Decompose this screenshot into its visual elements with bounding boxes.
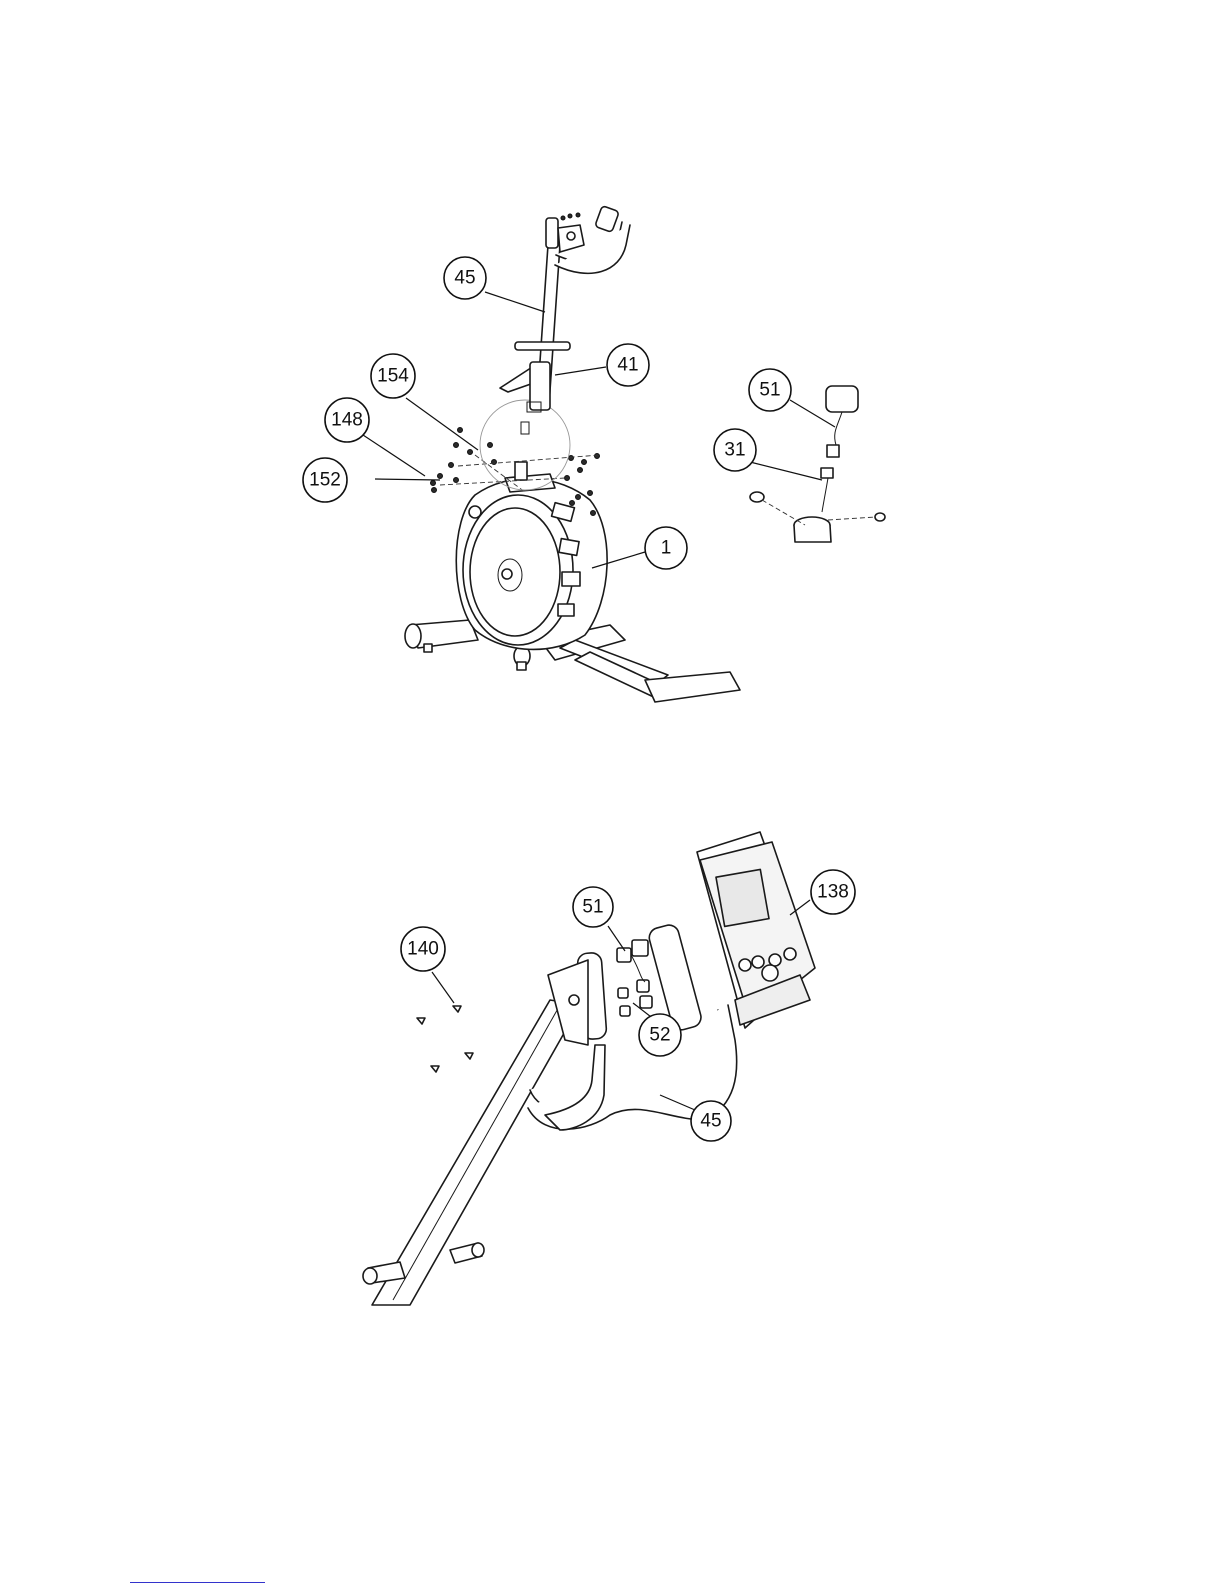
callout-label: 152 (309, 470, 341, 491)
callout-45-top: 45 (444, 257, 486, 299)
upright-post (363, 1000, 580, 1305)
callout-31-top: 31 (714, 429, 756, 471)
handlebar-post (500, 206, 630, 434)
callout-148-top: 148 (325, 398, 369, 442)
callout-label: 154 (377, 366, 409, 387)
footnote-separator (130, 1582, 265, 1583)
callout-51-bottom: 51 (573, 887, 613, 927)
callout-label: 31 (724, 440, 745, 461)
callout-1-top: 1 (645, 527, 687, 569)
flywheel-housing (456, 479, 607, 650)
callout-label: 45 (700, 1111, 721, 1132)
callout-45-bottom: 45 (691, 1101, 731, 1141)
callout-label: 51 (582, 897, 603, 918)
callout-138-bottom: 138 (811, 870, 855, 914)
callout-52-bottom: 52 (639, 1014, 681, 1056)
callout-label: 148 (331, 410, 363, 431)
callout-41-top: 41 (607, 344, 649, 386)
callout-label: 52 (649, 1025, 670, 1046)
callout-154-top: 154 (371, 354, 415, 398)
callout-label: 45 (454, 268, 475, 289)
callout-label: 1 (661, 538, 672, 559)
callout-label: 138 (817, 882, 849, 903)
console (697, 832, 815, 1028)
bottom-exploded-view: 140 51 52 45 138 (363, 832, 855, 1305)
screws (417, 1006, 473, 1072)
callout-label: 51 (759, 380, 780, 401)
callout-152-top: 152 (303, 458, 347, 502)
callout-51-top: 51 (749, 369, 791, 411)
callout-label: 41 (617, 355, 638, 376)
top-exploded-view: 45 41 154 148 152 1 51 31 (303, 206, 885, 702)
callout-140-bottom: 140 (401, 927, 445, 971)
callout-label: 140 (407, 939, 439, 960)
